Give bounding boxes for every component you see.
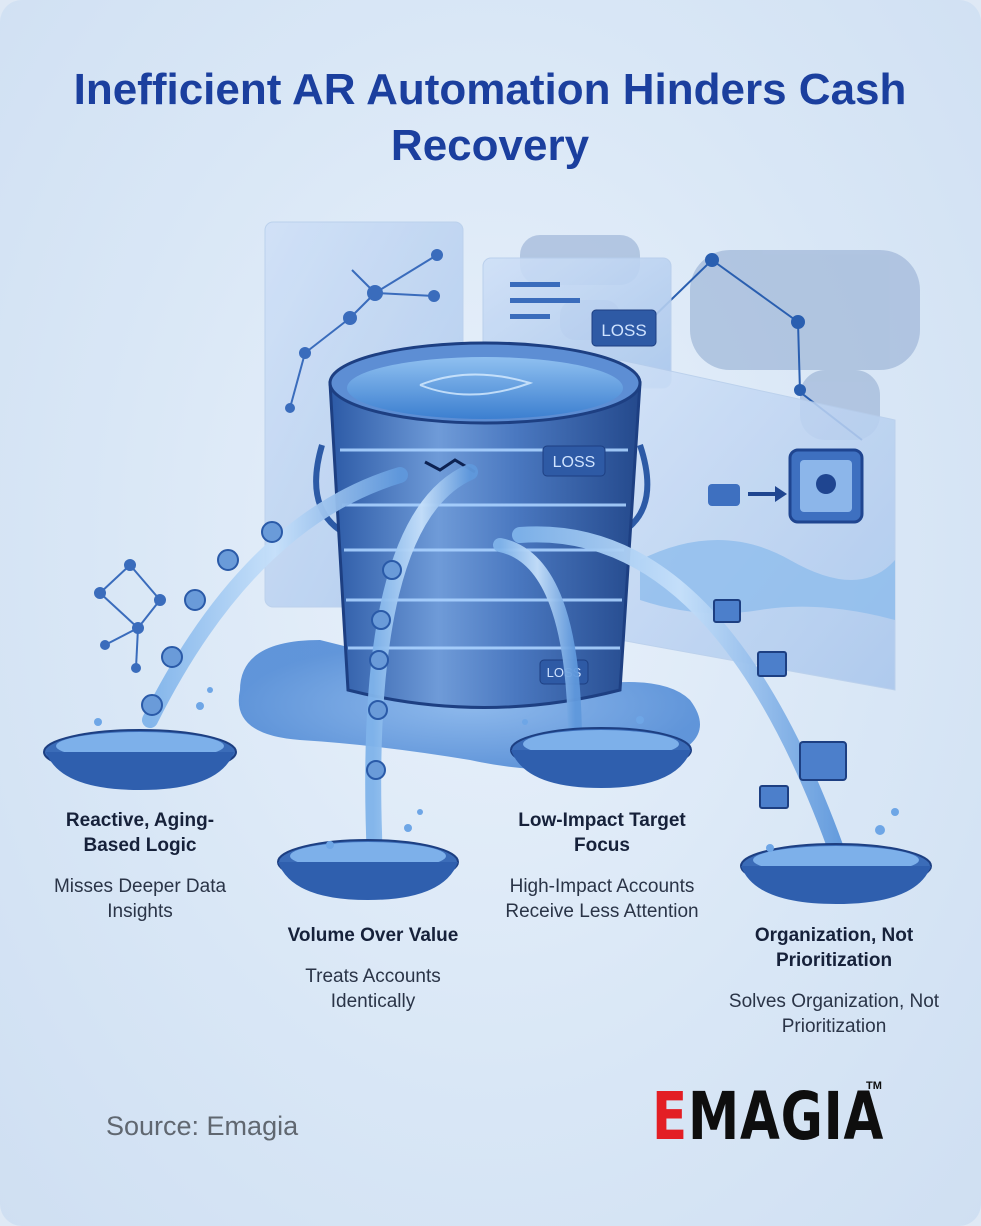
account-icons xyxy=(141,521,402,780)
issue-4: Organization, Not Prioritization Solves … xyxy=(728,923,940,1039)
bowl-1 xyxy=(43,729,237,790)
issue-3-heading: Low-Impact Target Focus xyxy=(518,810,686,856)
issue-2-description: Treats Accounts Identically xyxy=(305,966,441,1012)
page-title: Inefficient AR Automation Hinders Cash R… xyxy=(73,65,907,170)
issue-1-description: Misses Deeper Data Insights xyxy=(53,876,227,922)
logo-trademark: TM xyxy=(866,1080,882,1092)
issue-4-description: Solves Organization, Not Prioritization xyxy=(728,991,940,1037)
issue-3-description: High-Impact Accounts Receive Less Attent… xyxy=(505,876,699,922)
water-droplets xyxy=(94,687,899,852)
issue-1: Reactive, Aging-Based Logic Misses Deepe… xyxy=(40,808,240,924)
folder-icons xyxy=(713,599,847,809)
issue-4-heading: Organization, Not Prioritization xyxy=(754,925,914,971)
wallet-icon xyxy=(708,484,740,506)
bowl-4 xyxy=(740,843,932,904)
issue-1-heading: Reactive, Aging-Based Logic xyxy=(65,810,215,856)
vault-icon xyxy=(788,448,864,524)
bowl-3 xyxy=(510,727,692,788)
network-graph-left-icon xyxy=(94,559,166,673)
loss-label-bucket-top: LOSS xyxy=(553,454,596,471)
issue-2: Volume Over Value Treats Accounts Identi… xyxy=(268,923,478,1014)
logo-text: MAGIA xyxy=(687,1078,885,1155)
logo-e: E xyxy=(652,1078,688,1155)
bowl-2 xyxy=(277,839,459,900)
source-caption: Source: Emagia xyxy=(106,1111,299,1141)
loss-label-panel: LOSS xyxy=(601,321,646,340)
arrow-right-icon xyxy=(748,486,787,502)
emagia-logo: EMAGIA TM xyxy=(652,1078,885,1168)
leaking-bucket: LOSS LOSS xyxy=(313,341,651,709)
issue-2-heading: Volume Over Value xyxy=(287,925,459,946)
issue-3: Low-Impact Target Focus High-Impact Acco… xyxy=(500,808,704,924)
